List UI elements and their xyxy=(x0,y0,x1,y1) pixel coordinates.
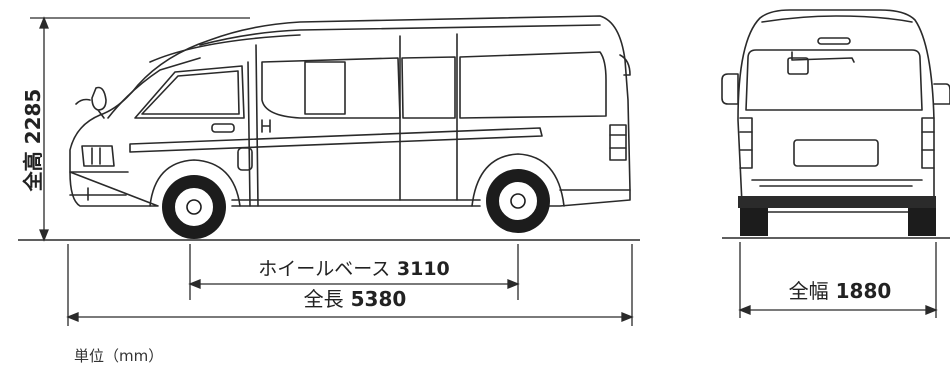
front-window xyxy=(134,65,245,119)
front-door-line xyxy=(247,61,251,207)
side-body-outline xyxy=(69,15,631,207)
sliding-window xyxy=(261,57,401,119)
rear-window-2 xyxy=(459,51,607,119)
rear-window xyxy=(745,49,923,111)
wb-arrow-left xyxy=(188,279,201,289)
rear-body-outline xyxy=(737,9,935,205)
unit-note: 単位（mm） xyxy=(74,347,164,365)
sliding-door-handle xyxy=(261,119,271,133)
front-wheel-arch xyxy=(149,159,241,207)
rear-spoiler xyxy=(619,54,631,76)
rear-roof-line xyxy=(761,15,913,23)
front-hub xyxy=(186,199,202,215)
side-view xyxy=(69,15,631,207)
roof-line xyxy=(199,24,601,46)
front-rim xyxy=(173,186,215,228)
rear-lamp-detail xyxy=(609,134,627,149)
mirror-arm xyxy=(75,98,91,105)
rear-bumper-bar xyxy=(738,196,936,208)
rear-left-mirror xyxy=(721,73,739,105)
wb-arrow-right xyxy=(507,279,520,289)
side-mirror xyxy=(91,86,107,119)
height-label: 全高 2285 xyxy=(21,89,45,193)
rear-window-1 xyxy=(401,56,456,119)
length-label: 全長 5380 xyxy=(304,287,407,311)
height-arrow-bottom xyxy=(39,229,49,242)
rear-wheel-arch xyxy=(471,153,565,207)
front-bumper xyxy=(69,171,129,196)
width-arrow-right xyxy=(925,305,938,315)
width-label: 全幅 1880 xyxy=(789,279,892,303)
len-arrow-right xyxy=(621,312,634,322)
rear-wiper xyxy=(791,51,855,63)
dimension-lines-rear xyxy=(738,242,938,318)
license-plate-area xyxy=(793,139,879,167)
rear-tail-lamp-left-detail xyxy=(739,131,753,151)
wiper-motor xyxy=(787,57,809,75)
rear-tire-left xyxy=(740,208,768,236)
stop-lamp xyxy=(817,37,851,45)
rear-tail-lamp-right-detail xyxy=(921,131,935,151)
rear-tire-right xyxy=(908,208,936,236)
len-arrow-left xyxy=(66,312,79,322)
sliding-door-line xyxy=(255,44,259,207)
front-door-handle xyxy=(211,123,235,133)
height-arrow-top xyxy=(39,16,49,29)
side-wheels xyxy=(162,169,550,239)
windshield xyxy=(107,57,201,119)
side-molding xyxy=(129,127,543,153)
rear-hub xyxy=(510,193,526,209)
rear-lower xyxy=(738,196,936,236)
front-window-inner xyxy=(141,70,240,115)
rear-right-mirror xyxy=(933,83,950,105)
roof-drip xyxy=(149,34,301,63)
rear-rim xyxy=(497,180,539,222)
rear-lamp xyxy=(609,124,627,161)
rear-view xyxy=(721,9,950,205)
headlamp xyxy=(81,145,115,167)
width-arrow-left xyxy=(738,305,751,315)
wheelbase-label: ホイールベース 3110 xyxy=(258,258,450,280)
dimension-lines-side xyxy=(30,16,634,326)
fuel-lid xyxy=(237,147,253,171)
small-window xyxy=(304,61,346,115)
headlamp-detail xyxy=(91,147,101,165)
rear-tail-lamp-left xyxy=(739,117,753,169)
rear-tail-lamp-right xyxy=(921,117,935,169)
